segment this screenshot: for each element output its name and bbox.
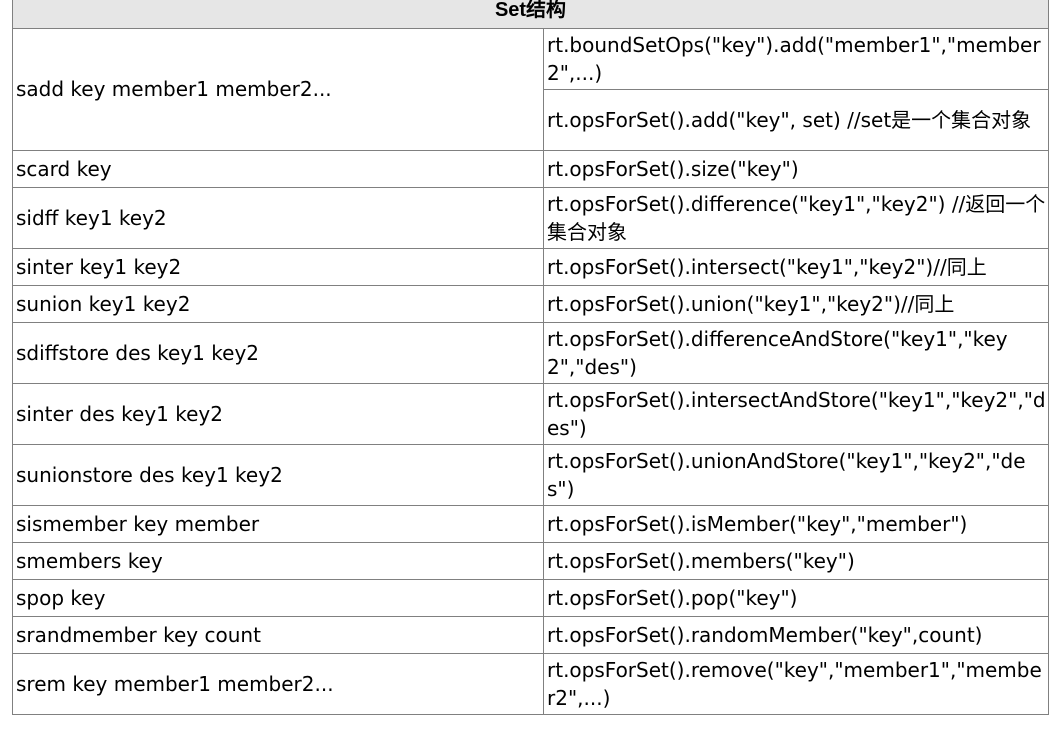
java-api-cell: rt.opsForSet().unionAndStore("key1","key… xyxy=(543,444,1049,506)
java-api-cell: rt.opsForSet().members("key") xyxy=(543,542,1049,580)
redis-command-cell: spop key xyxy=(12,579,544,617)
redis-command-cell: scard key xyxy=(12,150,544,188)
java-api-cell: rt.opsForSet().size("key") xyxy=(543,150,1049,188)
table-row: sadd key member1 member2... rt.boundSetO… xyxy=(12,28,1049,151)
redis-command-cell: srem key member1 member2... xyxy=(12,653,544,715)
redis-command-cell: sinter key1 key2 xyxy=(12,248,544,286)
table-row: rt.opsForSet().add("key", set) //set是一个集… xyxy=(13,89,1049,151)
java-api-cell: rt.opsForSet().isMember("key","member") xyxy=(543,505,1049,543)
redis-command-cell: sunionstore des key1 key2 xyxy=(12,444,544,506)
redis-command-cell: sunion key1 key2 xyxy=(12,285,544,323)
java-api-cell: rt.opsForSet().difference("key1","key2")… xyxy=(543,187,1049,249)
java-api-cell: rt.opsForSet().intersect("key1","key2")/… xyxy=(543,248,1049,286)
java-api-cell: rt.opsForSet().intersectAndStore("key1",… xyxy=(543,383,1049,445)
redis-command-cell: sdiffstore des key1 key2 xyxy=(12,322,544,384)
table-row: smembers key rt.opsForSet().members("key… xyxy=(12,542,1049,580)
set-structure-table: Set结构 sadd key member1 member2... rt.bou… xyxy=(12,0,1049,715)
java-api-cell: rt.opsForSet().union("key1","key2")//同上 xyxy=(543,285,1049,323)
table-row: sismember key member rt.opsForSet().isMe… xyxy=(12,505,1049,543)
table-row: sinter des key1 key2 rt.opsForSet().inte… xyxy=(12,383,1049,445)
redis-command-cell: sadd key member1 member2... xyxy=(12,28,544,151)
redis-command-cell: sinter des key1 key2 xyxy=(12,383,544,445)
redis-command-cell: sismember key member xyxy=(12,505,544,543)
java-api-cell: rt.opsForSet().add("key", set) //set是一个集… xyxy=(543,89,1049,151)
table-row: sinter key1 key2 rt.opsForSet().intersec… xyxy=(12,248,1049,286)
table-row: srandmember key count rt.opsForSet().ran… xyxy=(12,616,1049,654)
table-row: sdiffstore des key1 key2 rt.opsForSet().… xyxy=(12,322,1049,384)
java-api-cell: rt.opsForSet().pop("key") xyxy=(543,579,1049,617)
redis-command-cell: smembers key xyxy=(12,542,544,580)
java-api-cell: rt.opsForSet().randomMember("key",count) xyxy=(543,616,1049,654)
table-row: srem key member1 member2... rt.opsForSet… xyxy=(12,653,1049,715)
table-row: sunion key1 key2 rt.opsForSet().union("k… xyxy=(12,285,1049,323)
java-api-cell: rt.opsForSet().differenceAndStore("key1"… xyxy=(543,322,1049,384)
table-row: scard key rt.opsForSet().size("key") xyxy=(12,150,1049,188)
table-row: sidff key1 key2 rt.opsForSet().differenc… xyxy=(12,187,1049,249)
java-api-cell: rt.boundSetOps("key").add("member1","mem… xyxy=(543,28,1049,90)
table-row: spop key rt.opsForSet().pop("key") xyxy=(12,579,1049,617)
redis-command-cell: sidff key1 key2 xyxy=(12,187,544,249)
java-api-cell: rt.opsForSet().remove("key","member1","m… xyxy=(543,653,1049,715)
table-title: Set结构 xyxy=(12,0,1049,29)
table-row: sunionstore des key1 key2 rt.opsForSet()… xyxy=(12,444,1049,506)
redis-command-cell: srandmember key count xyxy=(12,616,544,654)
